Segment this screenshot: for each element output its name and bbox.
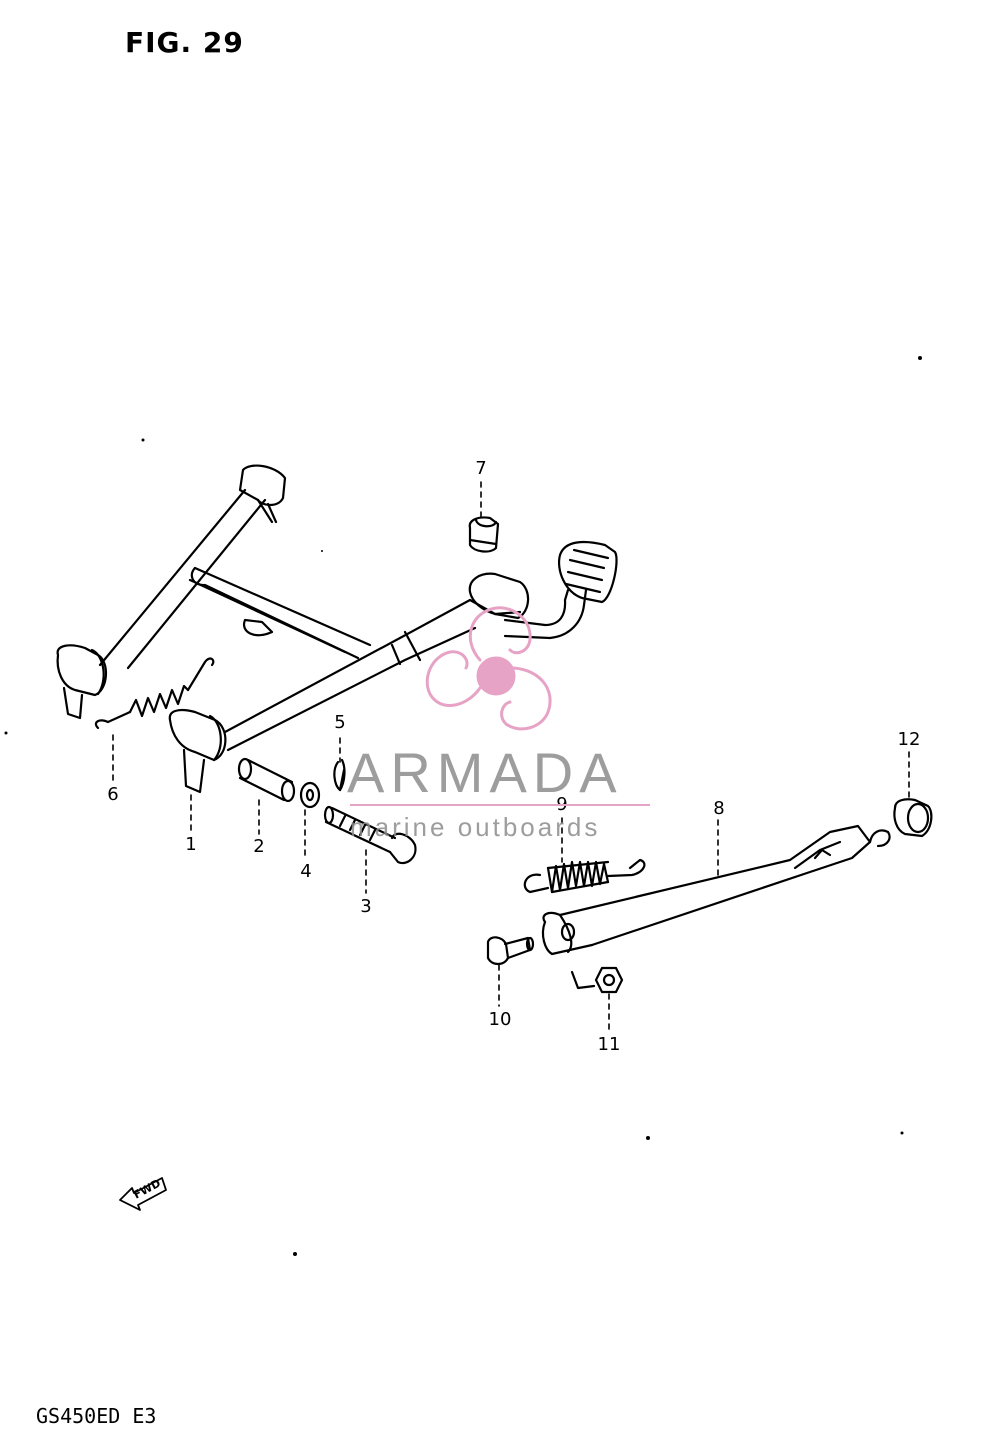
leader-lines (112, 481, 910, 1031)
nut-part-11 (570, 966, 624, 994)
center-stand-part-1 (56, 464, 618, 794)
watermark-divider (350, 804, 650, 806)
watermark-brand: ARMADA (347, 741, 623, 804)
propeller-logo-icon (425, 606, 552, 731)
washer-part-4 (299, 781, 321, 809)
watermark-tagline: marine outboards (350, 812, 601, 842)
forward-arrow-icon (119, 1177, 167, 1211)
bolt-part-3 (323, 805, 417, 865)
spring-part-6 (94, 657, 215, 730)
side-stand-part-8 (541, 824, 891, 956)
rubber-bush-part-7 (468, 516, 500, 553)
callout-10: 10 (488, 1009, 512, 1030)
callout-7: 7 (475, 458, 487, 479)
callout-5: 5 (334, 712, 346, 733)
cotter-pin-part-5 (333, 758, 346, 792)
callout-4: 4 (300, 861, 312, 882)
scan-speckles (4, 356, 922, 1256)
callout-2: 2 (253, 836, 265, 857)
callout-6: 6 (107, 784, 119, 805)
callout-1: 1 (185, 834, 197, 855)
model-code: GS450ED E3 (36, 1404, 157, 1428)
rubber-bush-part-12 (893, 798, 933, 838)
callout-12: 12 (897, 729, 921, 750)
spring-part-9 (523, 858, 646, 894)
collar-part-2 (237, 757, 296, 803)
callout-11: 11 (597, 1034, 621, 1055)
bolt-part-10 (486, 936, 535, 966)
figure-title: FIG. 29 (125, 26, 244, 59)
callout-3: 3 (360, 896, 372, 917)
callout-8: 8 (713, 798, 725, 819)
fwd-label: FWD (131, 1177, 163, 1202)
